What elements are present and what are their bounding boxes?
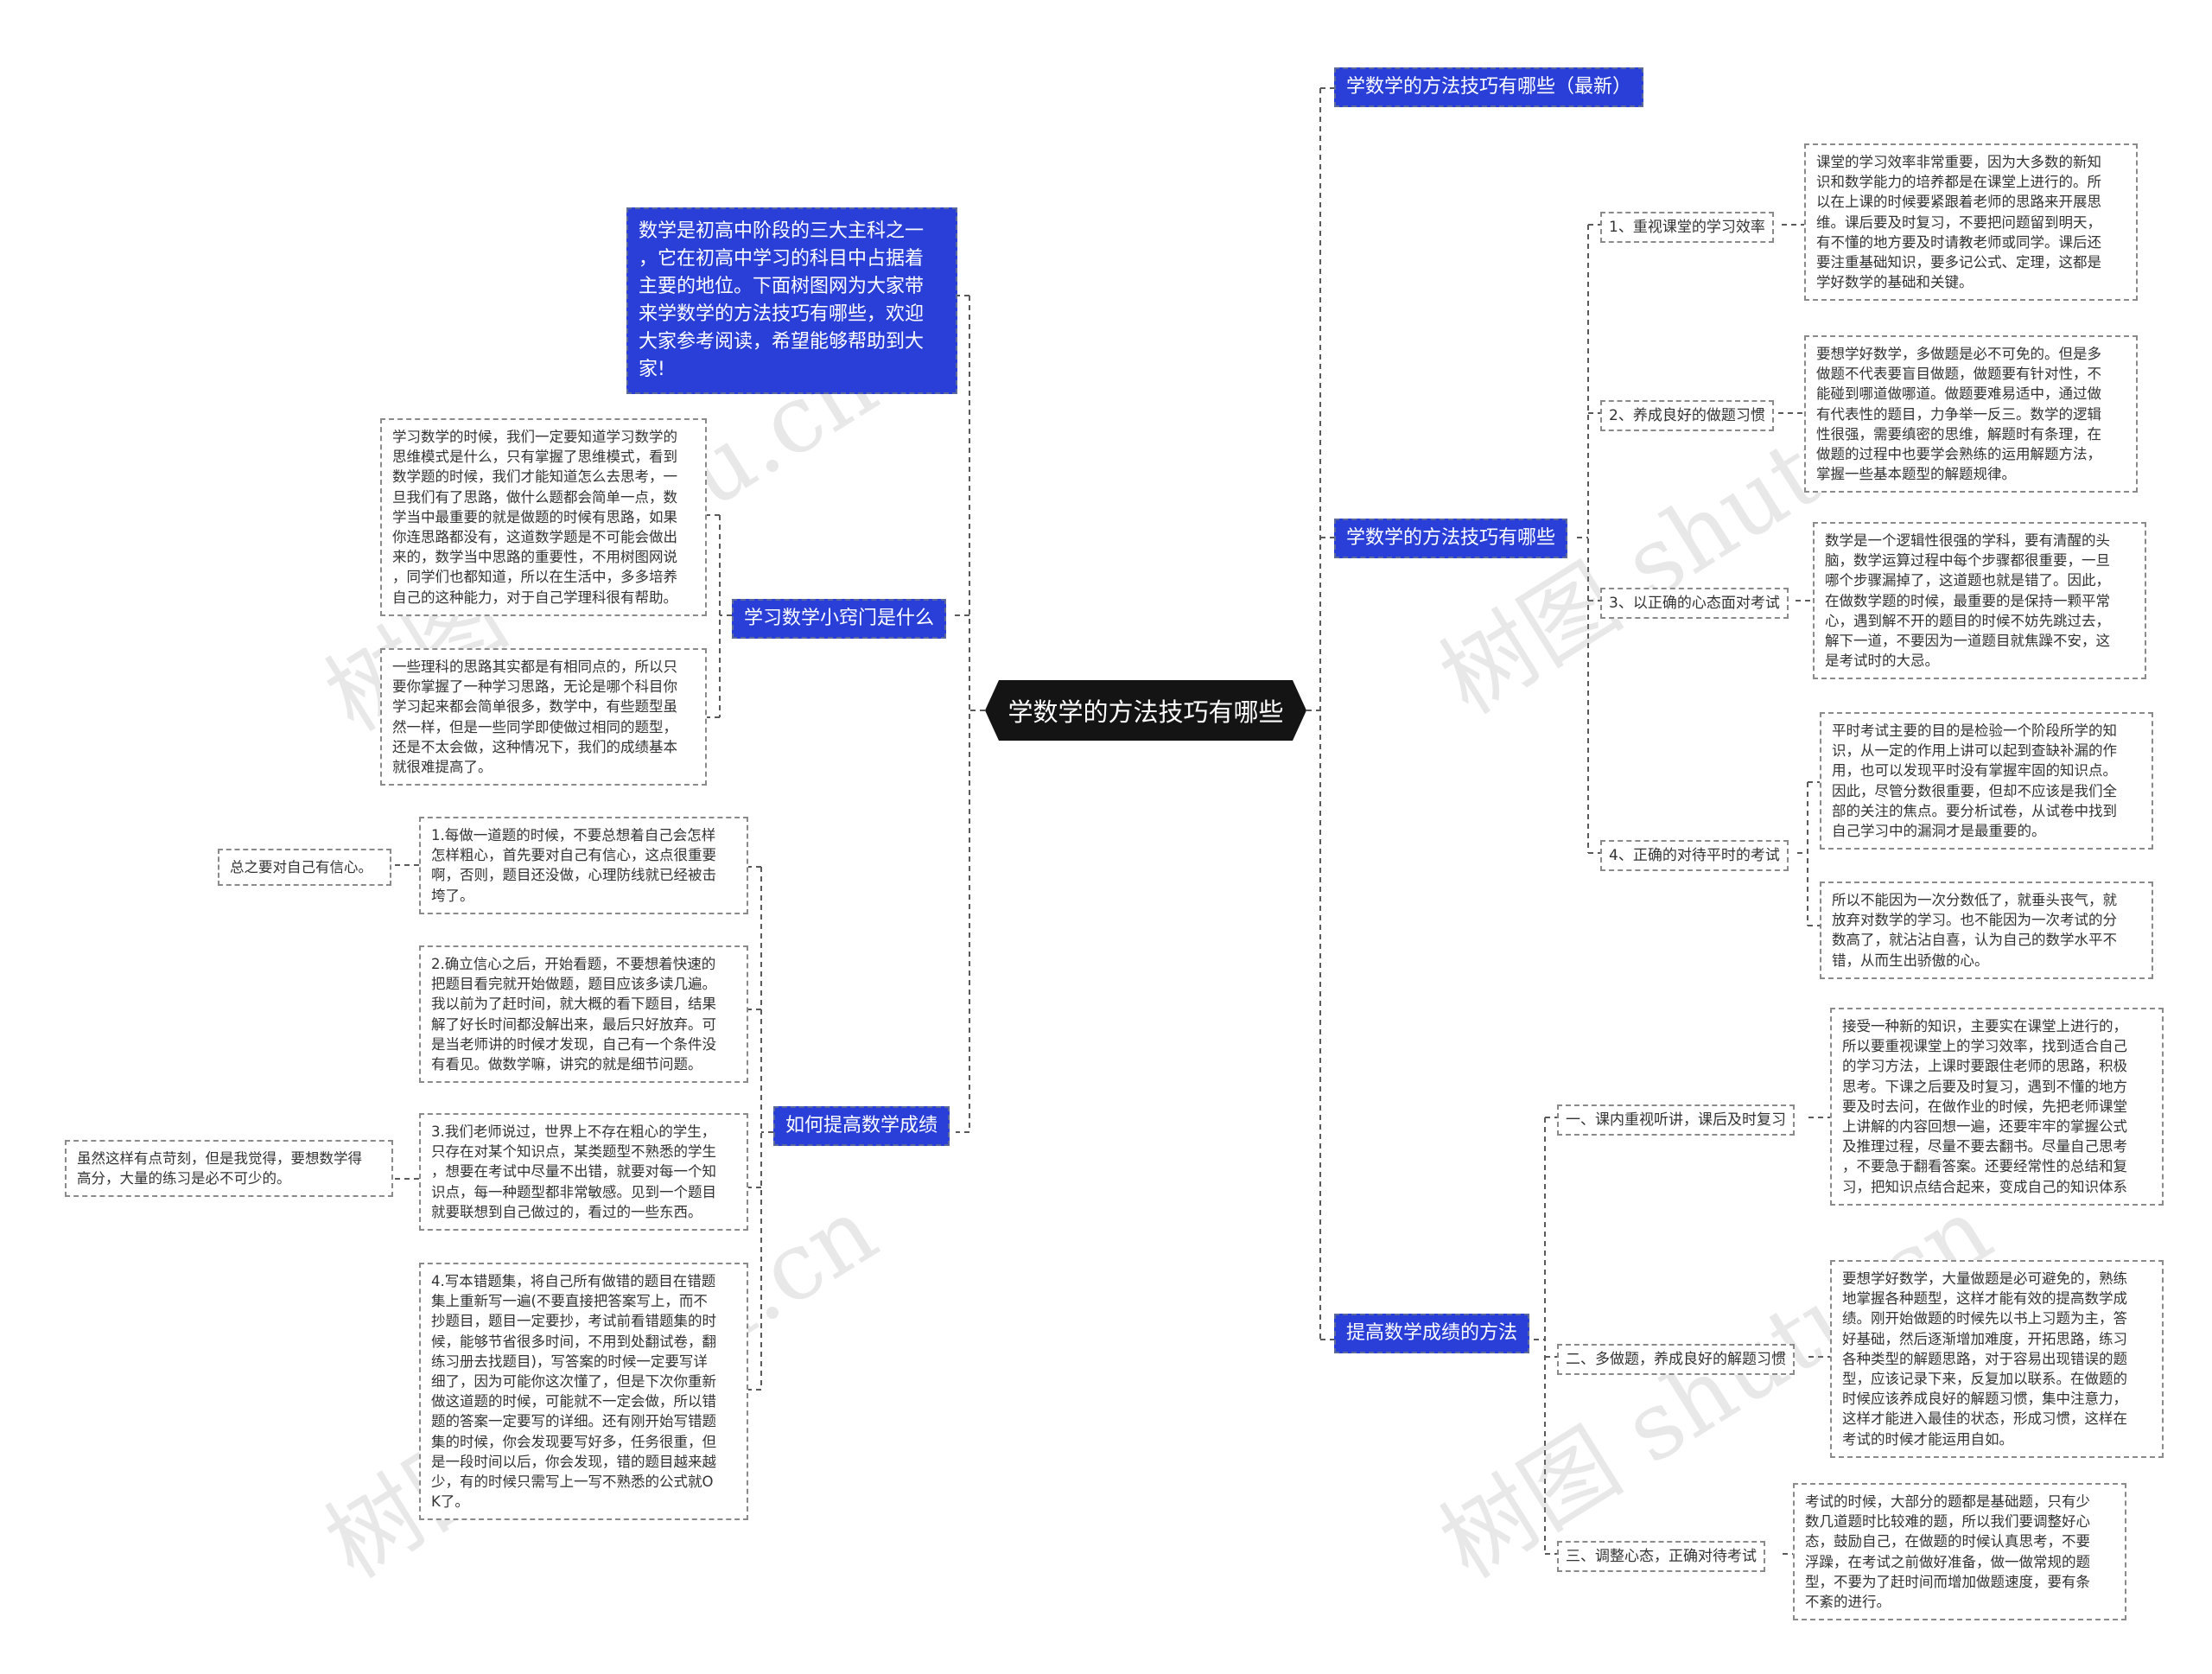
leaf-no-careless[interactable]: 3.我们老师说过，世界上不存在粗心的学生， 只存在对某个知识点，某类题型不熟悉的… xyxy=(419,1113,748,1232)
root-topic[interactable]: 学数学的方法技巧有哪些 xyxy=(985,680,1306,741)
intro-node[interactable]: 数学是初高中阶段的三大主科之一 ，它在初高中学习的科目中占据着 主要的地位。下面… xyxy=(626,207,957,394)
leaf-listen-review[interactable]: 接受一种新的知识，主要实在课堂上进行的， 所以要重视课堂上的学习效率，找到适合自… xyxy=(1830,1008,2164,1206)
leaf-score-attitude[interactable]: 所以不能因为一次分数低了，就垂头丧气，就 放弃对数学的学习。也不能因为一次考试的… xyxy=(1820,882,2153,979)
sub-class-efficiency[interactable]: 1、重视课堂的学习效率 xyxy=(1600,212,1774,243)
leaf-mistake-book[interactable]: 4.写本错题集，将自己所有做错的题目在错题 集上重新写一遍(不要直接把答案写上，… xyxy=(419,1263,748,1521)
sub-adjust-mindset[interactable]: 三、调整心态，正确对待考试 xyxy=(1557,1541,1765,1572)
sub-exam-mindset[interactable]: 3、以正确的心态面对考试 xyxy=(1600,588,1789,619)
leaf-confidence[interactable]: 1.每做一道题的时候，不要总想着自己会怎样 怎样粗心，首先要对自己有信心，这点很… xyxy=(419,817,748,914)
note-confidence[interactable]: 总之要对自己有信心。 xyxy=(218,849,391,887)
leaf-exam-purpose[interactable]: 平时考试主要的目的是检验一个阶段所学的知 识，从一定的作用上讲可以起到查缺补漏的… xyxy=(1820,712,2153,850)
leaf-thinking-mode[interactable]: 学习数学的时候，我们一定要知道学习数学的 思维模式是什么，只有掌握了思维模式，看… xyxy=(380,418,707,616)
note-practice[interactable]: 虽然这样有点苛刻，但是我觉得，要想数学得 高分，大量的练习是必不可少的。 xyxy=(65,1140,393,1198)
sub-problem-habits[interactable]: 2、养成良好的做题习惯 xyxy=(1600,400,1774,431)
branch-grade-methods[interactable]: 提高数学成绩的方法 xyxy=(1334,1314,1530,1353)
leaf-adjust-mindset[interactable]: 考试的时候，大部分的题都是基础题，只有少 数几道题时比较难的题，所以我们要调整好… xyxy=(1793,1483,2126,1621)
branch-learning-tips[interactable]: 学习数学小窍门是什么 xyxy=(732,599,947,639)
branch-improve-grades[interactable]: 如何提高数学成绩 xyxy=(773,1106,950,1146)
sub-listen-review[interactable]: 一、课内重视听讲，课后及时复习 xyxy=(1557,1104,1795,1136)
leaf-read-carefully[interactable]: 2.确立信心之后，开始看题，不要想着快速的 把题目看完就开始做题，题目应该多读几… xyxy=(419,945,748,1084)
leaf-problem-habits[interactable]: 要想学好数学，多做题是必不可免的。但是多 做题不代表要盲目做题，做题要有针对性，… xyxy=(1804,335,2138,493)
leaf-exam-mindset[interactable]: 数学是一个逻辑性很强的学科，要有清醒的头 脑，数学运算过程中每个步骤都很重要，一… xyxy=(1813,522,2146,680)
branch-newest[interactable]: 学数学的方法技巧有哪些（最新） xyxy=(1334,67,1644,107)
sub-regular-exams[interactable]: 4、正确的对待平时的考试 xyxy=(1600,840,1789,871)
sub-practice-habits[interactable]: 二、多做题，养成良好的解题习惯 xyxy=(1557,1344,1795,1375)
leaf-class-efficiency[interactable]: 课堂的学习效率非常重要，因为大多数的新知 识和数学能力的培养都是在课堂上进行的。… xyxy=(1804,143,2138,302)
branch-methods[interactable]: 学数学的方法技巧有哪些 xyxy=(1334,519,1568,558)
leaf-same-ideas[interactable]: 一些理科的思路其实都是有相同点的，所以只 要你掌握了一种学习思路，无论是哪个科目… xyxy=(380,648,707,786)
leaf-practice-habits[interactable]: 要想学好数学，大量做题是必可避免的，熟练 地掌握各种题型，这样才能有效的提高数学… xyxy=(1830,1260,2164,1458)
root-topic-label: 学数学的方法技巧有哪些 xyxy=(1007,697,1284,727)
